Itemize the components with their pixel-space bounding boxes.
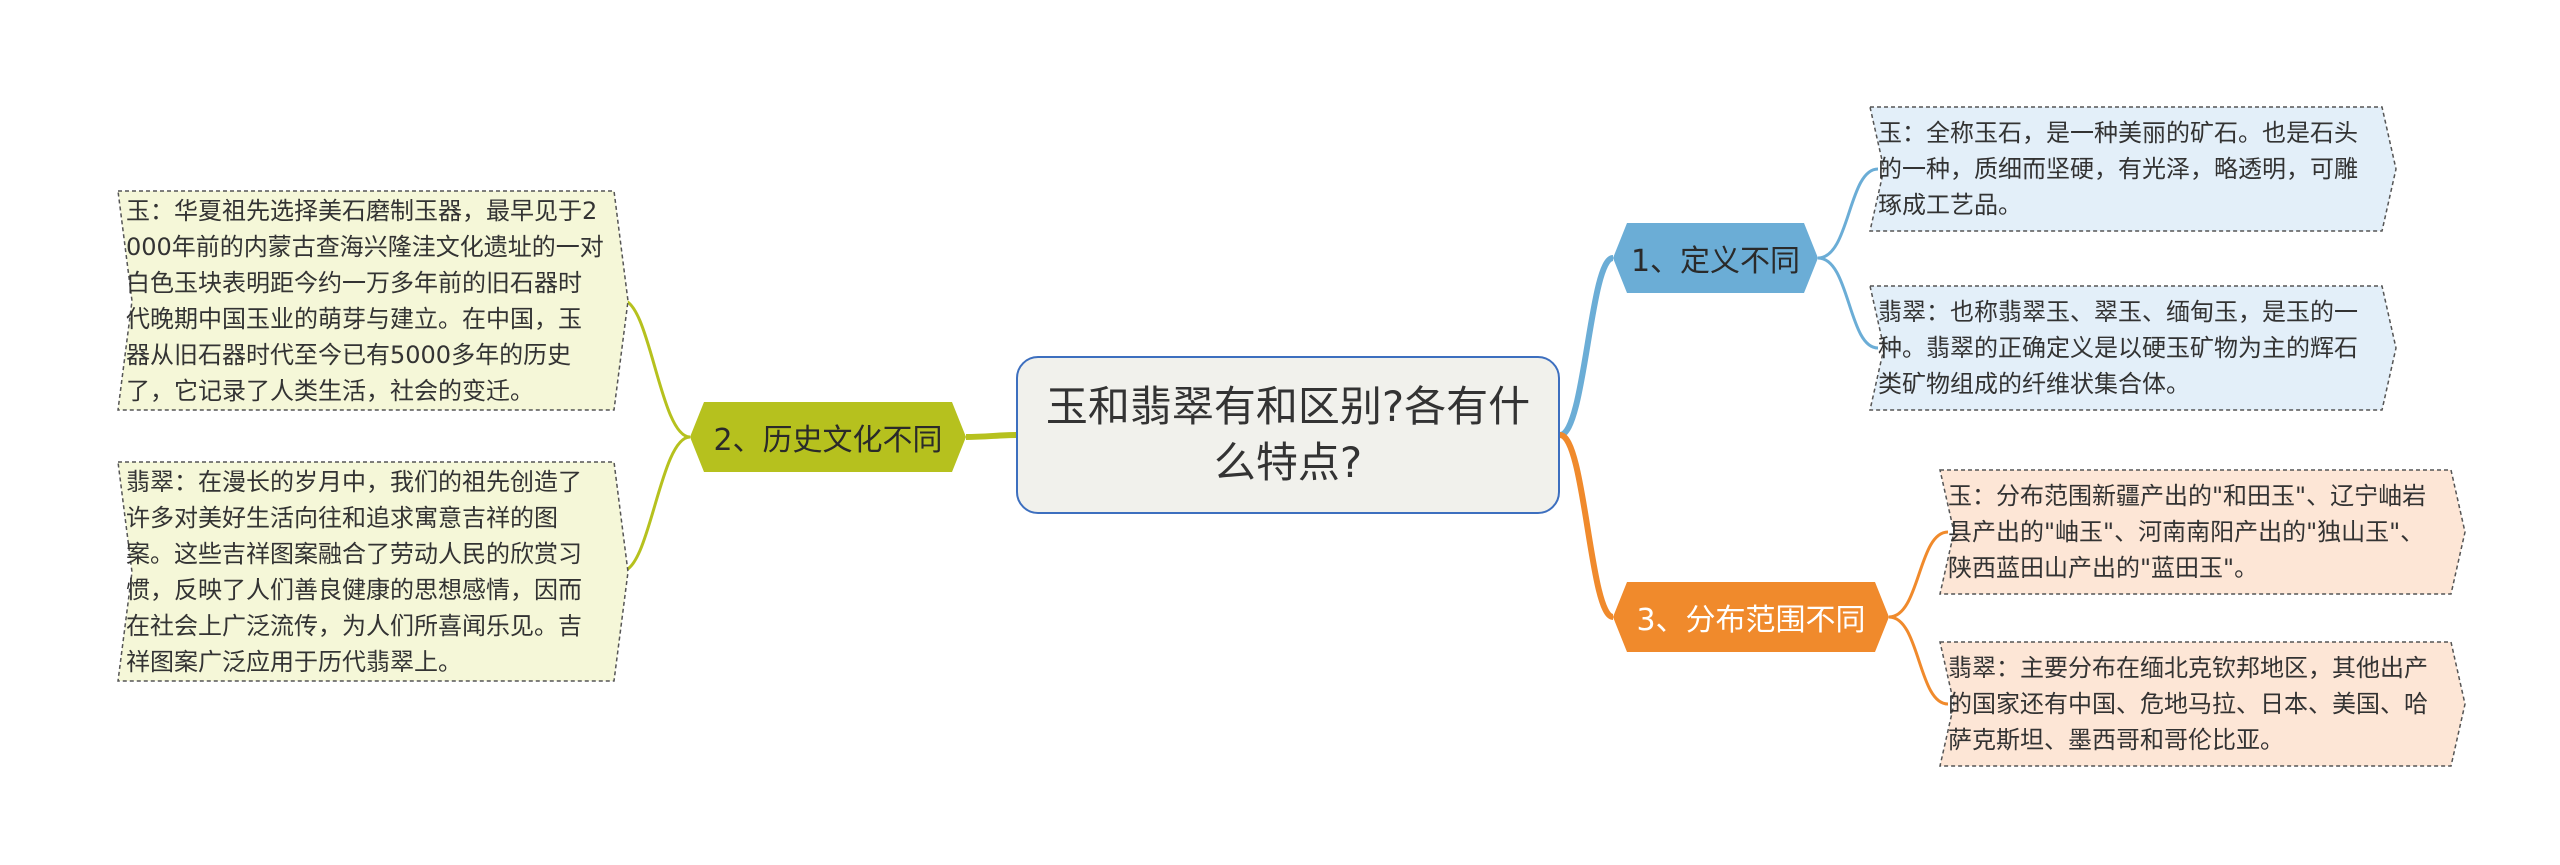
link-branch-3-leaf-2 [1888,615,1949,706]
leaf-text: 翡翠：主要分布在缅北克钦邦地区，其他出产的国家还有中国、危地马拉、日本、美国、哈… [1948,654,2428,754]
branch-label: 1、定义不同 [1630,244,1801,279]
branch-history-culture[interactable]: 2、历史文化不同 [690,402,966,472]
link-branch-1-leaf-1 [1817,167,1879,260]
link-root-branch-2 [965,432,1017,440]
leaf-definition-jadeite[interactable]: 翡翠：也称翡翠玉、翠玉、缅甸玉，是玉的一种。翡翠的正确定义是以硬玉矿物为主的辉石… [1869,285,2397,411]
root-topic[interactable]: 玉和翡翠有和区别?各有什么特点? [1016,356,1560,514]
leaf-definition-jade[interactable]: 玉：全称玉石，是一种美丽的矿石。也是石头的一种，质细而坚硬，有光泽，略透明，可雕… [1869,106,2397,232]
leaf-history-jadeite[interactable]: 翡翠：在漫长的岁月中，我们的祖先创造了许多对美好生活向往和追求寓意吉祥的图案。这… [117,461,629,682]
link-root-branch-1 [1558,255,1615,438]
leaf-text: 玉：分布范围新疆产出的"和田玉"、辽宁岫岩县产出的"岫玉"、河南南阳产出的"独山… [1948,482,2427,582]
link-branch-2-leaf-1 [621,298,691,439]
branch-distribution[interactable]: 3、分布范围不同 [1613,582,1889,652]
branch-label: 3、分布范围不同 [1636,603,1866,638]
leaf-distribution-jadeite[interactable]: 翡翠：主要分布在缅北克钦邦地区，其他出产的国家还有中国、危地马拉、日本、美国、哈… [1939,641,2466,767]
leaf-shape [117,461,629,682]
leaf-shape [1939,469,2466,595]
root-title: 玉和翡翠有和区别?各有什么特点? [1045,382,1531,487]
branch-definition[interactable]: 1、定义不同 [1613,223,1818,293]
link-branch-1-leaf-2 [1817,256,1879,350]
leaf-history-jade[interactable]: 玉：华夏祖先选择美石磨制玉器，最早见于2000年前的内蒙古查海兴隆洼文化遗址的一… [117,190,629,411]
branch-label: 2、历史文化不同 [713,423,943,458]
link-branch-3-leaf-1 [1888,530,1949,619]
leaf-shape [1869,106,2397,232]
leaf-shape [1869,285,2397,411]
link-root-branch-3 [1558,432,1615,620]
leaf-shape [1939,641,2466,767]
leaf-distribution-jade[interactable]: 玉：分布范围新疆产出的"和田玉"、辽宁岫岩县产出的"岫玉"、河南南阳产出的"独山… [1939,469,2466,595]
leaf-shape [117,190,629,411]
leaf-text: 翡翠：也称翡翠玉、翠玉、缅甸玉，是玉的一种。翡翠的正确定义是以硬玉矿物为主的辉石… [1878,298,2358,398]
leaf-text: 翡翠：在漫长的岁月中，我们的祖先创造了许多对美好生活向往和追求寓意吉祥的图案。这… [126,467,582,676]
leaf-text: 玉：全称玉石，是一种美丽的矿石。也是石头的一种，质细而坚硬，有光泽，略透明，可雕… [1878,119,2358,219]
leaf-text: 玉：华夏祖先选择美石磨制玉器，最早见于2000年前的内蒙古查海兴隆洼文化遗址的一… [126,196,604,405]
link-branch-2-leaf-2 [621,435,691,573]
